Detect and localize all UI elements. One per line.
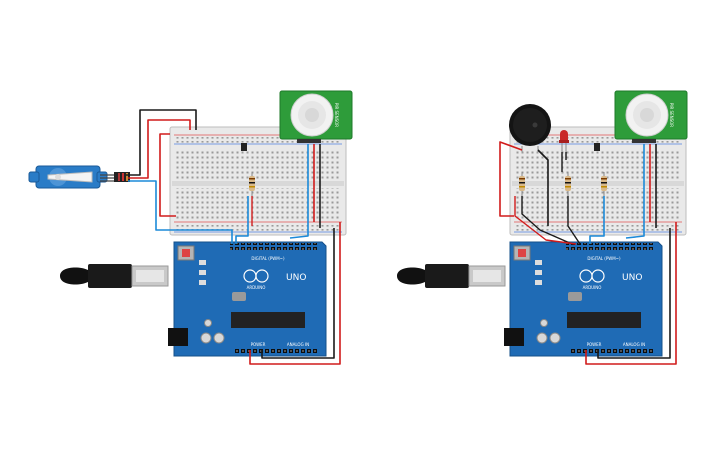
digital-header-label: DIGITAL (PWM~) (587, 256, 621, 261)
wire-blue (235, 196, 249, 244)
model-label: UNO (286, 273, 306, 283)
brand-label: ARDUINO (247, 285, 266, 290)
power-header-label: POWER (251, 342, 266, 347)
breadboard-left[interactable] (169, 126, 347, 236)
arduino-uno-right[interactable]: DIGITAL (PWM~) ARDUINO UNO POWER ANALOG … (504, 241, 663, 357)
wire-blue (625, 144, 645, 239)
wire-red (499, 141, 523, 217)
breadboard-component-right (594, 143, 600, 151)
pir-sensor-label: PIR SENSOR (334, 103, 339, 127)
analog-header-label: ANALOG IN (287, 342, 309, 347)
analog-header-label: ANALOG IN (623, 342, 645, 347)
wire-black (567, 196, 581, 245)
wire-black (521, 196, 573, 245)
breadboard-component-left (241, 143, 247, 151)
wire-black (561, 152, 567, 172)
wire-blue (128, 180, 233, 244)
servo-cable (100, 174, 114, 182)
wire-black (261, 228, 335, 359)
wire-red (514, 196, 577, 245)
wire-blue (589, 196, 605, 244)
led-red[interactable] (559, 130, 569, 152)
circuit-left: PIR SENSOR (28, 90, 353, 365)
resistor-right-2[interactable] (565, 172, 571, 196)
usb-cable-right (397, 264, 506, 288)
wire-black (597, 228, 671, 359)
pir-sensor-label: PIR SENSOR (669, 103, 674, 127)
pir-sensor-right[interactable]: PIR SENSOR (614, 90, 688, 143)
usb-cable-left (60, 264, 169, 288)
resistor-right-3[interactable] (601, 172, 607, 196)
brand-label: ARDUINO (583, 285, 602, 290)
wire-black (126, 109, 197, 176)
digital-header-label: DIGITAL (PWM~) (251, 256, 285, 261)
resistor-left[interactable] (249, 172, 255, 196)
wire-red (585, 222, 677, 365)
wires-right (499, 141, 677, 365)
wire-blue (289, 144, 309, 239)
model-label: UNO (622, 273, 642, 283)
circuit-right: PIR SENSOR DIGITAL (PWM~) ARDUINO UNO (397, 90, 688, 365)
power-header-label: POWER (587, 342, 602, 347)
servo-motor[interactable] (28, 165, 130, 189)
pir-sensor-left[interactable]: PIR SENSOR (279, 90, 353, 143)
wires-left (126, 109, 341, 365)
piezo-buzzer[interactable] (509, 104, 551, 152)
resistor-right-1[interactable] (519, 172, 525, 196)
wire-black (537, 149, 549, 226)
wire-red (249, 222, 341, 365)
wire-red (159, 133, 176, 217)
arduino-uno-left[interactable]: DIGITAL (PWM~) ARDUINO UNO POWER ANALOG … (168, 241, 327, 357)
wire-red (128, 119, 191, 179)
